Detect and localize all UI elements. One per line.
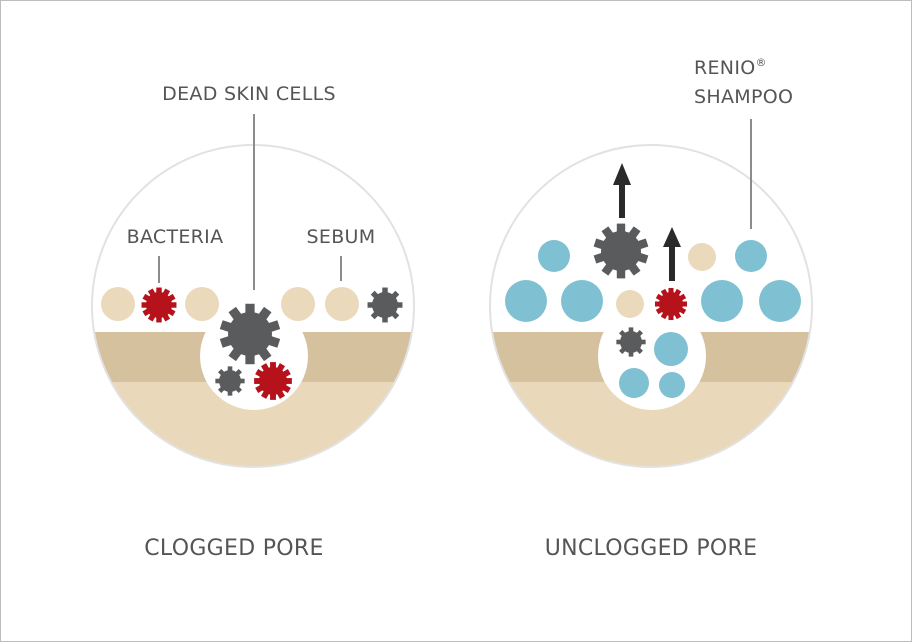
bacteria-icon xyxy=(654,287,688,321)
arrow-up-icon xyxy=(663,227,681,281)
unclogged-pore-outline xyxy=(489,144,813,468)
sebum-icon xyxy=(219,303,281,365)
bacteria-label: BACTERIA xyxy=(127,226,224,248)
shampoo-bubble xyxy=(538,240,570,272)
sebum-icon xyxy=(215,366,245,396)
dead-skin-cell xyxy=(101,287,135,321)
dead-skin-cell xyxy=(616,290,644,318)
shampoo-bubble xyxy=(561,280,603,322)
shampoo-bubble xyxy=(505,280,547,322)
dead-skin-cell xyxy=(688,243,716,271)
unclogged-pore-caption: UNCLOGGED PORE xyxy=(545,536,758,561)
bacteria-icon xyxy=(141,287,177,323)
sebum-icon xyxy=(593,223,649,279)
shampoo-bubble xyxy=(659,372,685,398)
renio-label: RENIO® xyxy=(694,56,767,79)
shampoo-bubble xyxy=(759,280,801,322)
sebum-icon xyxy=(616,327,646,357)
unclogged-pore-panel: RENIO® SHAMPOO UNCLOGGED PORE xyxy=(489,56,813,561)
bacteria-icon xyxy=(254,362,292,400)
dead-skin-cell xyxy=(185,287,219,321)
sebum-label: SEBUM xyxy=(307,226,376,248)
clogged-pore-caption: CLOGGED PORE xyxy=(144,536,323,561)
shampoo-label: SHAMPOO xyxy=(694,86,793,108)
dead-skin-cell xyxy=(281,287,315,321)
shampoo-bubble xyxy=(701,280,743,322)
shampoo-bubble xyxy=(654,332,688,366)
shampoo-bubble xyxy=(735,240,767,272)
dead-skin-cell xyxy=(325,287,359,321)
shampoo-bubble xyxy=(619,368,649,398)
clogged-pore-panel: DEAD SKIN CELLS BACTERIA SEBUM CLOGGED P… xyxy=(91,83,415,561)
pore-opening xyxy=(598,302,706,410)
sebum-icon xyxy=(367,287,403,323)
unclogged-skin-layers xyxy=(490,302,812,467)
dead-skin-cells-label: DEAD SKIN CELLS xyxy=(162,83,336,105)
arrow-up-icon xyxy=(613,163,631,218)
